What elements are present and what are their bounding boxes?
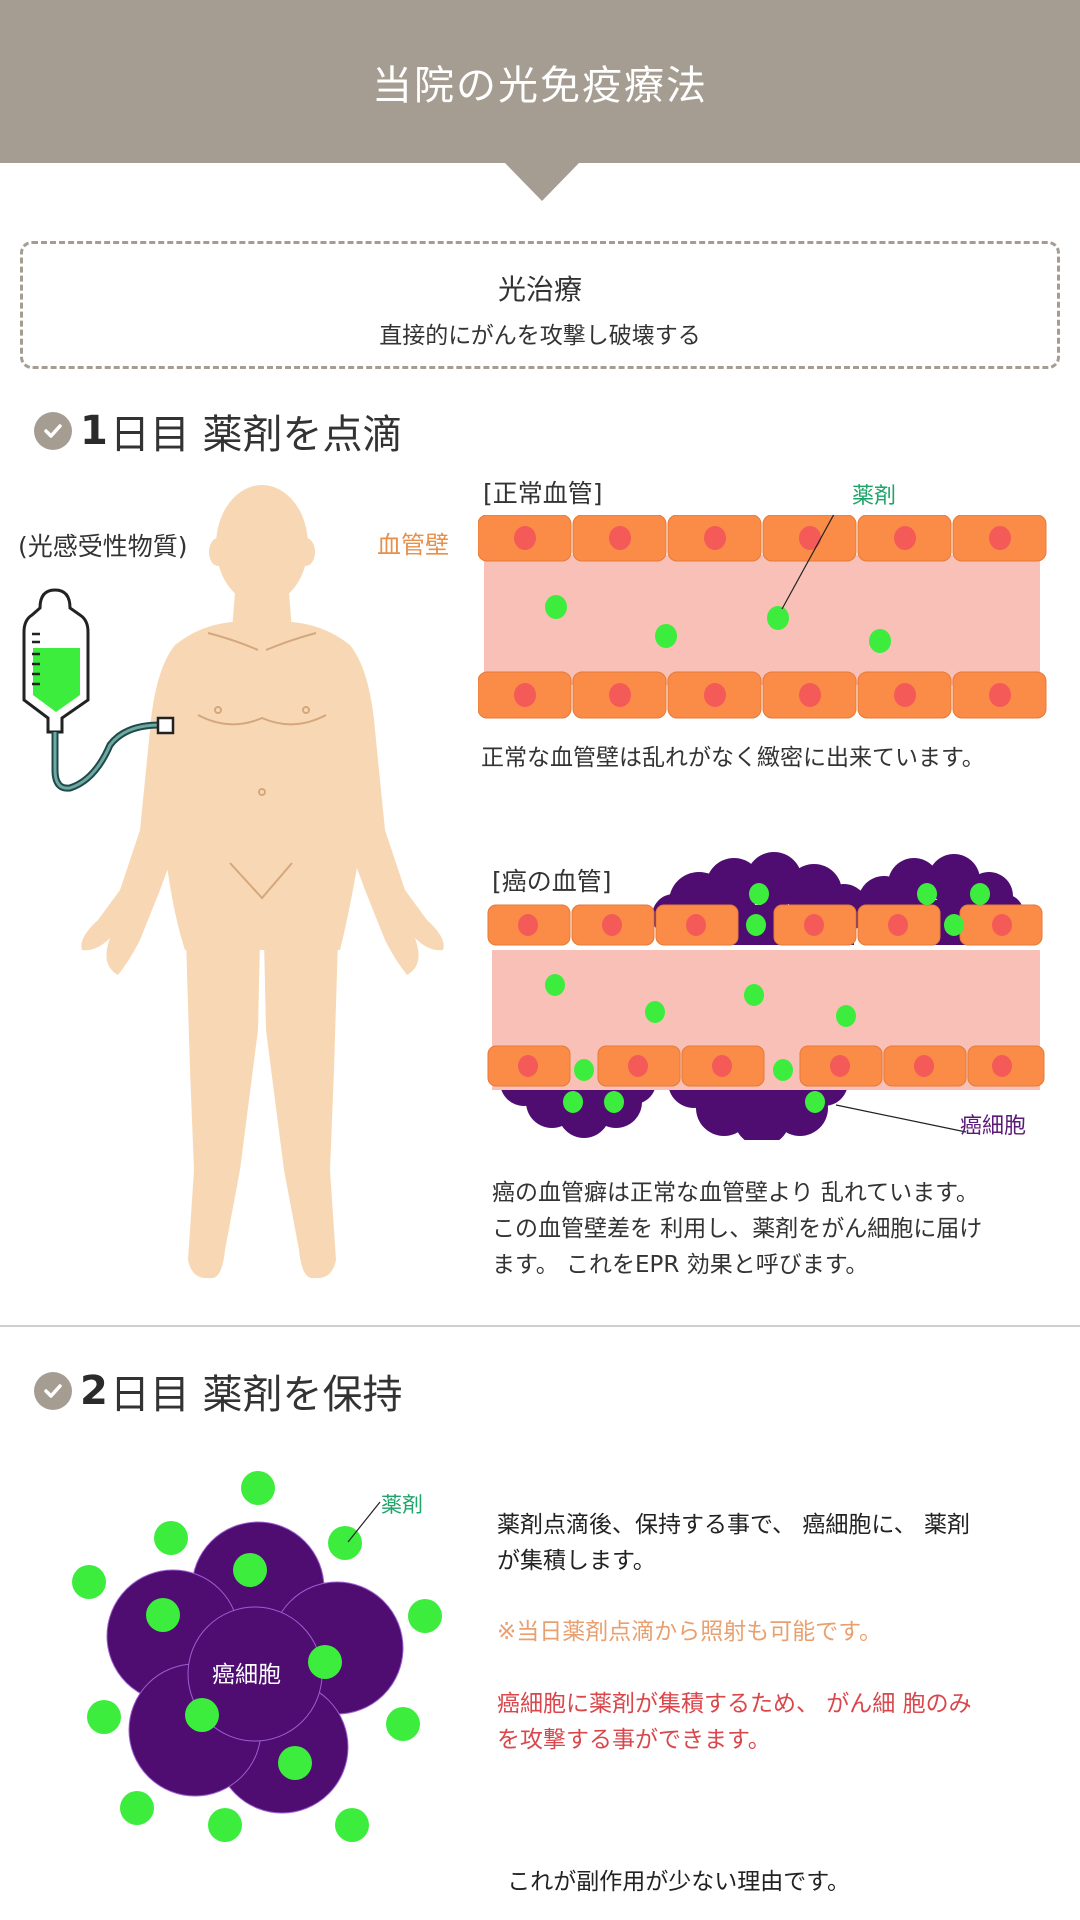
- step2-conclusion: これが副作用が少ない理由です。: [500, 1869, 851, 1895]
- step2-label: 日目 薬剤を保持: [109, 1372, 403, 1418]
- step2-note: ※当日薬剤点滴から照射も可能です。: [497, 1619, 882, 1645]
- page-title: 当院の光免疫療法: [372, 62, 708, 109]
- vessel-wall-label: 血管壁: [377, 531, 449, 559]
- cancer-vessel-diagram: [487, 852, 1045, 1140]
- iv-substance-label: (光感受性物質): [18, 532, 188, 561]
- light-therapy-info-box: 光治療 直接的にがんを攻撃し破壊する: [20, 241, 1060, 369]
- iv-drip-bag-icon: [22, 588, 175, 792]
- cancer-vessel-title: [癌の血管]: [492, 867, 612, 896]
- check-circle-icon: [34, 412, 72, 450]
- step2-heading: 2 日目 薬剤を保持: [34, 1362, 403, 1420]
- info-box-subtitle: 直接的にがんを攻撃し破壊する: [379, 323, 701, 349]
- info-box-title: 光治療: [497, 273, 582, 306]
- step2-paragraph-1: 薬剤点滴後、保持する事で、 癌細胞に、 薬剤 が集積します。: [497, 1512, 971, 1574]
- step1-label: 日目 薬剤を点滴: [109, 412, 403, 458]
- section-divider: [0, 1325, 1080, 1327]
- normal-vessel-description: 正常な血管壁は乱れがなく緻密に出来ています。: [481, 745, 985, 771]
- body-silhouette-icon: [81, 485, 444, 1279]
- cancer-cell-cluster-diagram: [72, 1471, 442, 1842]
- cluster-drug-label: 薬剤: [381, 1493, 423, 1517]
- cluster-cell-label: 癌細胞: [212, 1662, 281, 1688]
- normal-vessel-diagram: [478, 515, 1047, 719]
- header-pointer-arrow: [505, 163, 579, 201]
- step2-paragraph-highlight: 癌細胞に薬剤が集積するため、 がん細 胞のみ を攻撃する事ができます。: [497, 1691, 972, 1753]
- normal-vessel-title: [正常血管]: [483, 479, 603, 508]
- cancer-vessel-description: 癌の血管癖は正常な血管壁より 乱れています。 この血管壁差を 利用し、薬剤をがん…: [492, 1180, 983, 1278]
- step2-number: 2: [80, 1368, 108, 1414]
- body-contour-lines: [197, 632, 327, 900]
- cancer-cell-label: 癌細胞: [960, 1114, 1027, 1139]
- check-circle-icon: [34, 1372, 72, 1410]
- page-header: 当院の光免疫療法: [0, 0, 1080, 163]
- step1-number: 1: [80, 408, 108, 454]
- step1-heading: 1 日目 薬剤を点滴: [34, 402, 403, 460]
- human-body-illustration: [22, 485, 444, 1279]
- drug-label-normal: 薬剤: [852, 484, 897, 509]
